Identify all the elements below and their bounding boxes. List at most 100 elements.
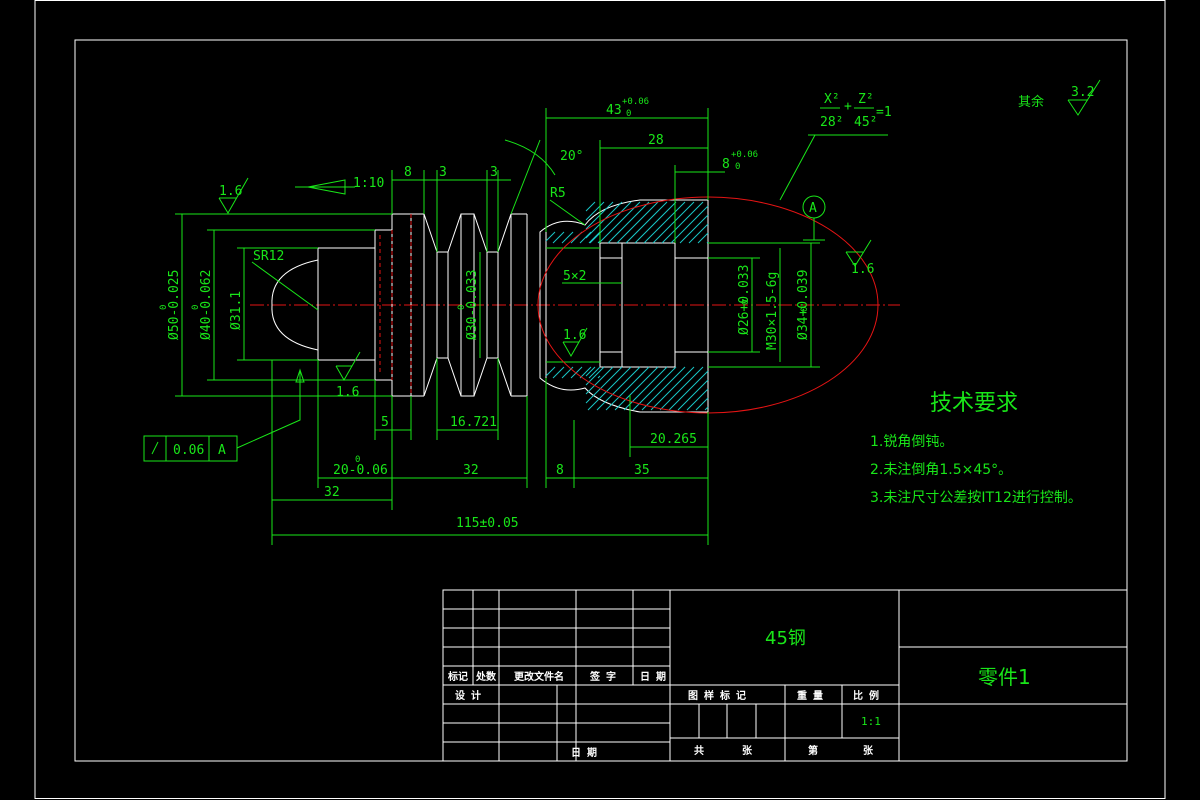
dim-43: 43 <box>606 103 622 118</box>
dim-r5: R5 <box>550 186 566 201</box>
hatch-line <box>585 366 623 404</box>
dim-d31: Ø31.1 <box>229 291 244 330</box>
material: 45钢 <box>765 628 806 649</box>
tolerance-frame <box>143 435 238 462</box>
dim-8-mid: 8 <box>556 463 564 478</box>
hatch-line <box>641 366 686 411</box>
hatch-line <box>679 214 709 244</box>
label-date2: 日 期 <box>571 746 597 759</box>
dim-32-left: 32 <box>324 485 340 500</box>
hatch-line <box>704 406 709 411</box>
dim-20-upper: 0 <box>355 455 360 465</box>
hatch-line <box>552 366 565 379</box>
hatch-line <box>598 201 641 244</box>
hatch-line <box>625 201 668 244</box>
dim-d26-lower: 0 <box>741 300 751 305</box>
dim-groove-8: 8 <box>404 165 412 180</box>
dim-d34: Ø34+0.039 <box>796 270 811 340</box>
hatch-line <box>597 375 601 379</box>
hatch-line <box>545 366 556 377</box>
dim-m30: M30×1.5-6g <box>765 272 780 350</box>
roughness-rest-value: 3.2 <box>1071 85 1094 100</box>
outer-frame <box>34 0 1166 799</box>
hatch-line <box>585 366 614 395</box>
dim-taper: 1:10 <box>353 176 384 191</box>
hatch-line <box>623 366 668 411</box>
label-stage-mark: 图 样 标 记 <box>688 689 746 702</box>
tech-requirement-3: 3.未注尺寸公差按IT12进行控制。 <box>870 490 1082 506</box>
hatch-line <box>561 231 574 244</box>
dim-20265: 20.265 <box>650 432 697 447</box>
dim-8-lower: 0 <box>735 162 740 172</box>
svg-text:X²: X² <box>824 92 840 107</box>
svg-text:Z²: Z² <box>858 92 874 107</box>
hatch-line <box>605 366 650 411</box>
tech-requirement-2: 2.未注倒角1.5×45°。 <box>870 462 1012 478</box>
label-signature: 签 字 <box>589 670 616 683</box>
roughness-symbols <box>218 79 1101 382</box>
label-change-doc: 更改文件名 <box>514 670 564 683</box>
hatch-line <box>579 231 592 244</box>
label-total: 共 <box>694 744 704 757</box>
dim-d30: Ø30-0.033 <box>465 270 480 340</box>
dim-32-mid: 32 <box>463 463 479 478</box>
hatch-line <box>545 231 556 242</box>
label-date: 日 期 <box>640 670 666 683</box>
label-scale: 比 例 <box>853 689 879 702</box>
tech-requirement-1: 1.锐角倒钝。 <box>870 434 953 450</box>
hatch-line <box>614 366 659 411</box>
dim-d40-upper: 0 <box>191 305 201 310</box>
hatch-line <box>695 397 709 411</box>
roughness-r4: 1.6 <box>851 262 874 277</box>
hatch-line <box>552 231 565 244</box>
label-sheet-of: 第 <box>808 744 818 757</box>
hatch-line <box>634 201 677 244</box>
hatch-line <box>588 231 601 244</box>
dim-8-upper: +0.06 <box>731 150 758 160</box>
dim-28: 28 <box>648 133 664 148</box>
dim-overall: 115±0.05 <box>456 516 519 531</box>
dim-8-tol: 8 <box>722 157 730 172</box>
dim-groove-3a: 3 <box>439 165 447 180</box>
hatch-line <box>632 366 677 411</box>
label-design: 设 计 <box>455 689 481 702</box>
svg-text:+: + <box>844 99 852 114</box>
dim-groove-3b: 3 <box>490 165 498 180</box>
hatch-line <box>670 205 709 244</box>
dim-d50: Ø50-0.025 <box>167 270 182 340</box>
dim-sr12: SR12 <box>253 249 284 264</box>
hatch-line <box>659 366 704 411</box>
roughness-rest-label: 其余 <box>1018 94 1044 110</box>
tolerance-value: 0.06 <box>173 443 204 458</box>
datum-label: A <box>809 201 817 216</box>
hatch-line <box>570 366 583 379</box>
dim-43-upper: +0.06 <box>622 97 649 107</box>
dim-angle-20: 20° <box>560 149 583 164</box>
hatch-line <box>589 201 632 244</box>
hatch-line <box>650 366 695 411</box>
hatch-line <box>585 201 596 212</box>
hatch-line <box>607 201 650 244</box>
hatch-line <box>697 232 709 244</box>
hatch-line <box>585 366 596 377</box>
dim-thread-undercut: 5×2 <box>563 269 586 284</box>
hatch-line <box>686 388 709 411</box>
dim-d30-upper: 0 <box>457 305 467 310</box>
dim-5: 5 <box>381 415 389 430</box>
roughness-r1: 1.6 <box>219 184 242 199</box>
hatch-line <box>585 201 605 221</box>
hatch-line <box>661 201 704 244</box>
hatch-line <box>677 379 709 411</box>
scale-value: 1:1 <box>861 715 881 728</box>
hatch-line <box>616 201 659 244</box>
section-hatch <box>545 201 709 411</box>
hatch-line <box>596 366 641 411</box>
svg-text:45²: 45² <box>854 115 877 130</box>
dim-43-lower: 0 <box>626 109 631 119</box>
ellipse-formula: X² 28² + Z² 45² =1 <box>820 92 892 130</box>
hatch-line <box>652 201 695 244</box>
dim-d40: Ø40-0.062 <box>199 270 214 340</box>
svg-text:=1: =1 <box>876 105 892 120</box>
label-count: 处数 <box>475 670 497 683</box>
